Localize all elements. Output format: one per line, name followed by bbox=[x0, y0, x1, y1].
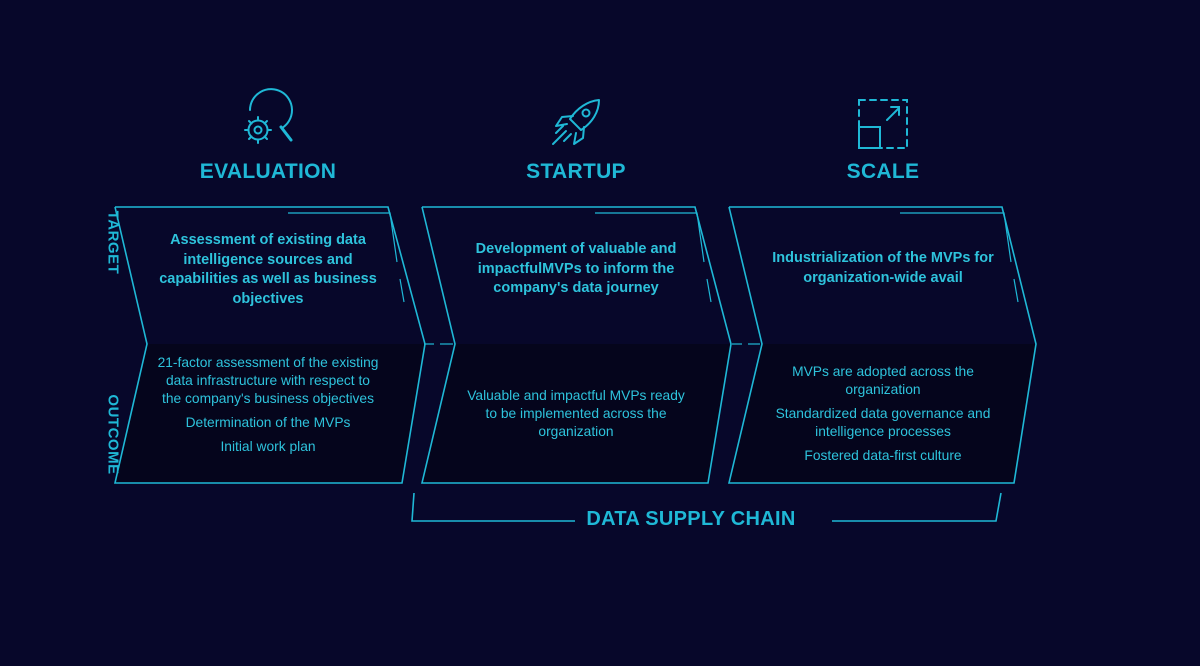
outcome-item: Valuable and impactful MVPs ready to be … bbox=[467, 388, 685, 439]
outcome-list-startup: Valuable and impactful MVPs ready to be … bbox=[460, 387, 692, 447]
evaluation-chevron bbox=[113, 206, 426, 484]
outcome-item: Initial work plan bbox=[220, 439, 316, 454]
rocket-icon bbox=[552, 99, 600, 145]
target-text-evaluation: Assessment of existing data intelligence… bbox=[159, 232, 377, 307]
outcome-list-evaluation: 21-factor assessment of the existing dat… bbox=[155, 354, 381, 462]
data-supply-chain-bracket bbox=[411, 492, 1002, 522]
stage-title-scale: SCALE bbox=[846, 160, 920, 183]
target-text-startup: Development of valuable and impactfulMVP… bbox=[475, 241, 677, 296]
stage-title-startup: STARTUP bbox=[526, 160, 626, 183]
outcome-item: Determination of the MVPs bbox=[185, 415, 351, 430]
outcome-list-scale: MVPs are adopted across the organization… bbox=[765, 363, 1001, 471]
row-label-outcome: OUTCOME bbox=[104, 394, 122, 475]
outcome-item: Fostered data-first culture bbox=[804, 448, 962, 463]
stage-title-evaluation: EVALUATION bbox=[199, 160, 337, 183]
target-text-scale: Industrialization of the MVPs for organi… bbox=[772, 250, 994, 286]
data-supply-chain-label: DATA SUPPLY CHAIN bbox=[586, 508, 796, 530]
startup-chevron bbox=[420, 206, 732, 484]
outcome-item: MVPs are adopted across the organization bbox=[792, 364, 974, 397]
row-label-target: TARGET bbox=[104, 210, 122, 275]
scale-chevron bbox=[727, 206, 1037, 484]
outcome-item: Standardized data governance and intelli… bbox=[775, 406, 991, 439]
outcome-item: 21-factor assessment of the existing dat… bbox=[157, 355, 379, 406]
expand-icon bbox=[858, 99, 908, 149]
magnifier-gear-icon bbox=[244, 88, 293, 144]
